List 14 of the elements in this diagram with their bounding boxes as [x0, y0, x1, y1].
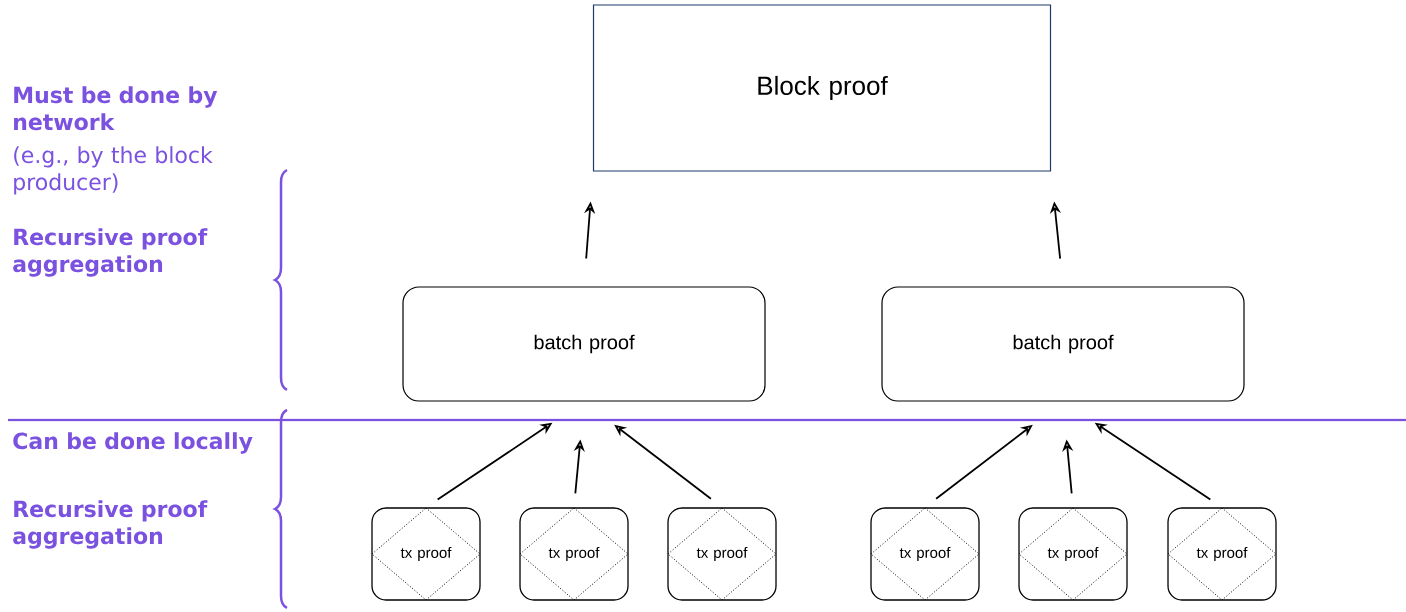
batch-proof-box: batch proof — [881, 286, 1245, 402]
tx-proof-box: tx proof — [519, 507, 629, 601]
side-note: (e.g., by the block producer) — [14, 146, 213, 195]
tx-proof-box: tx proof — [371, 507, 481, 601]
block-proof-box: Block proof — [592, 4, 1052, 172]
side-heading: Must be done by network — [14, 86, 218, 131]
tx-proof-box: tx proof — [1167, 507, 1277, 601]
tx-proof-box: tx proof — [667, 507, 777, 601]
side-heading: Recursive proof aggregation — [13, 500, 208, 549]
tx-proof-box: tx proof — [1018, 507, 1128, 601]
side-heading: Recursive proof aggregation — [13, 228, 208, 277]
batch-proof-box: batch proof — [402, 286, 766, 402]
side-heading: Can be done locally — [13, 432, 253, 454]
tx-proof-box: tx proof — [870, 507, 980, 601]
